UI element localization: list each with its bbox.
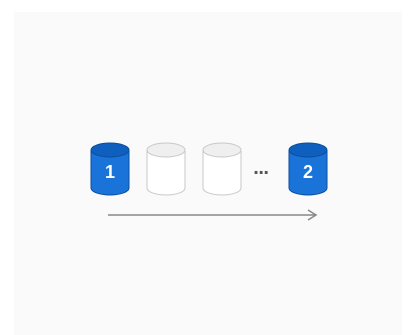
database-icon [288,142,328,196]
database-icon [90,142,130,196]
cylinder-label: 2 [302,162,313,182]
right-arrow-icon [108,209,318,221]
database-cylinder-1: 1 [90,142,130,196]
ellipsis-separator: ··· [253,163,269,182]
database-cylinder-placeholder-b [202,142,242,196]
database-cylinder-2: 2 [288,142,328,196]
cylinder-label: 1 [104,162,115,182]
database-icon [146,142,186,196]
database-cylinder-placeholder-a [146,142,186,196]
database-icon [202,142,242,196]
